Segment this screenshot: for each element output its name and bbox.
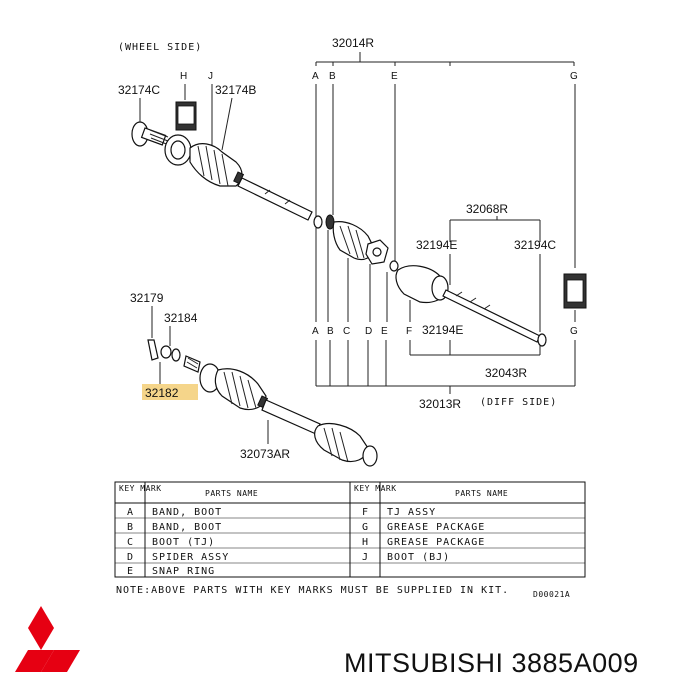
cotter-pin-and-nut — [147, 339, 181, 362]
table-row-key: C — [127, 537, 134, 548]
table-row-name: BOOT (BJ) — [387, 552, 450, 563]
key-letter-B-bottom: B — [327, 326, 334, 337]
key-letter-B-top: B — [329, 71, 336, 82]
part-label-32043R: 32043R — [485, 366, 527, 380]
part-label-32194C: 32194C — [514, 238, 556, 252]
table-header-key-right: KEY MARK — [354, 484, 397, 493]
table-header-parts-right: PARTS NAME — [455, 489, 508, 498]
part-label-32174C: 32174C — [118, 83, 160, 97]
key-letter-J-top: J — [208, 71, 213, 82]
key-letter-G-top: G — [570, 71, 578, 82]
part-label-32179: 32179 — [130, 291, 164, 305]
leader-lines-bottom — [315, 228, 576, 322]
part-label-32013R: 32013R — [419, 397, 461, 411]
table-row-name: BAND, BOOT — [152, 507, 222, 518]
part-label-32068R: 32068R — [466, 202, 508, 216]
key-letter-H-top: H — [180, 71, 187, 82]
mitsubishi-logo — [15, 606, 80, 672]
table-row-name: BOOT (TJ) — [152, 537, 215, 548]
wheel-side-label: (WHEEL SIDE) — [118, 42, 202, 53]
logo-diamond-top — [28, 606, 54, 650]
table-row-name: SPIDER ASSY — [152, 552, 229, 563]
key-letter-D-bottom: D — [365, 326, 372, 337]
upper-shaft-assembly — [131, 121, 547, 347]
table-row-key: D — [127, 552, 134, 563]
bracket-32014R — [315, 52, 575, 66]
part-label-32194E-lower: 32194E — [422, 323, 463, 337]
diff-side-label: (DIFF SIDE) — [480, 397, 557, 408]
highlight-32182 — [142, 384, 198, 400]
leaders-32179-32184 — [151, 306, 171, 346]
table-row-key: B — [127, 522, 134, 533]
table-header-key-left: KEY MARK — [119, 484, 162, 493]
key-letter-C-bottom: C — [343, 326, 350, 337]
table-row-key: J — [362, 552, 369, 563]
table-row-key: H — [362, 537, 369, 548]
part-label-32184: 32184 — [164, 311, 198, 325]
key-letter-G-bottom: G — [570, 326, 578, 337]
part-label-32194E-upper: 32194E — [416, 238, 457, 252]
leaders-32194 — [449, 254, 541, 332]
grease-package-G — [563, 273, 587, 309]
table-row-name: BAND, BOOT — [152, 522, 222, 533]
table-row-name: GREASE PACKAGE — [387, 537, 485, 548]
bracket-32068R — [449, 216, 541, 224]
logo-diamond-right — [41, 650, 80, 672]
table-row-name: TJ ASSY — [387, 507, 436, 518]
table-row-name: SNAP RING — [152, 566, 215, 577]
table-row-key: E — [127, 566, 134, 577]
table-row-name: GREASE PACKAGE — [387, 522, 485, 533]
leader-32174B — [221, 97, 233, 151]
table-row-key: G — [362, 522, 369, 533]
part-label-32073AR: 32073AR — [240, 447, 290, 461]
key-letter-A-bottom: A — [312, 326, 319, 337]
key-letter-A-top: A — [312, 71, 319, 82]
table-header-parts-left: PARTS NAME — [205, 489, 258, 498]
bracket-32013R — [315, 340, 576, 394]
leader-lines-top — [184, 84, 576, 268]
table-row-key: A — [127, 507, 134, 518]
parts-table: KEY MARK PARTS NAME KEY MARK PARTS NAME … — [114, 481, 586, 578]
brand-part-number: MITSUBISHI 3885A009 — [344, 648, 639, 678]
part-label-32174B: 32174B — [215, 83, 256, 97]
part-label-32014R: 32014R — [332, 36, 374, 50]
key-letter-E-bottom: E — [381, 326, 388, 337]
part-label-32182: 32182 — [145, 386, 179, 400]
key-letter-E-top: E — [391, 71, 398, 82]
table-row-key: F — [362, 507, 369, 518]
drive-shaft-assembled — [183, 355, 378, 467]
grease-package-H — [175, 101, 197, 131]
table-note: NOTE:ABOVE PARTS WITH KEY MARKS MUST BE … — [116, 585, 509, 596]
key-letter-F-bottom: F — [406, 326, 412, 337]
diagram-code: D00021A — [533, 590, 570, 599]
